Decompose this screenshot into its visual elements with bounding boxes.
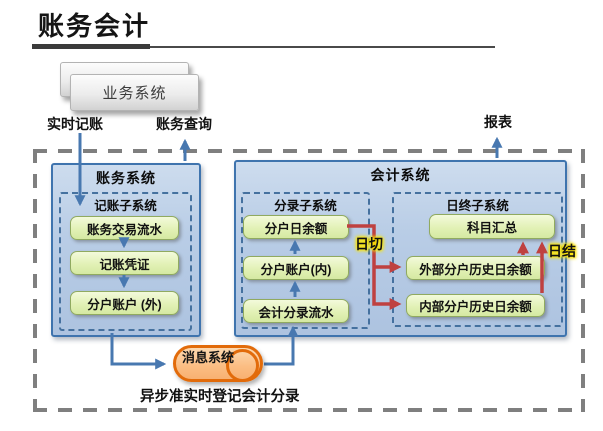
- node-accounting-entry-flow: 会计分录流水: [243, 299, 349, 323]
- label-report: 报表: [484, 114, 512, 130]
- node-internal-history-balance: 内部分户历史日余额: [406, 294, 545, 317]
- label-account-query: 账务查询: [156, 116, 212, 132]
- outer-boundary-left: [33, 149, 37, 412]
- node-account-transaction-flow: 账务交易流水: [70, 216, 179, 240]
- label-day-settle: 日结: [548, 243, 576, 259]
- node-subaccount-internal: 分户账户(内): [243, 256, 349, 280]
- booking-subsystem-box: 记账子系统: [59, 192, 192, 331]
- message-system-label: 消息系统: [182, 350, 235, 365]
- page-title: 账务会计: [38, 11, 151, 41]
- label-realtime-booking: 实时记账: [47, 116, 103, 132]
- title-underline-thin: [150, 46, 495, 48]
- accounting-system-title: 会计系统: [370, 167, 431, 183]
- node-subject-summary: 科目汇总: [429, 214, 555, 239]
- business-system-label: 业务系统: [102, 85, 167, 102]
- node-daily-balance: 分户日余额: [243, 215, 349, 239]
- node-booking-voucher: 记账凭证: [70, 251, 179, 275]
- outer-boundary-right: [581, 149, 585, 412]
- entry-subsystem-title: 分录子系统: [274, 199, 337, 213]
- business-system-box: 业务系统: [70, 74, 199, 111]
- account-system-title: 账务系统: [96, 170, 156, 186]
- node-subaccount-external: 分户账户 (外): [70, 291, 179, 315]
- label-async-note: 异步准实时登记会计分录: [140, 389, 300, 405]
- title-underline-thick: [32, 44, 150, 49]
- outer-boundary-top: [33, 149, 585, 153]
- message-system: 消息系统: [173, 345, 263, 382]
- message-system-cap: [226, 349, 259, 382]
- booking-subsystem-title: 记账子系统: [94, 199, 157, 213]
- outer-boundary-bottom: [33, 408, 585, 412]
- arrow-to-message: [110, 333, 167, 370]
- node-external-history-balance: 外部分户历史日余额: [406, 256, 545, 280]
- label-day-cut: 日切: [355, 236, 383, 252]
- dayend-subsystem-title: 日终子系统: [446, 199, 509, 213]
